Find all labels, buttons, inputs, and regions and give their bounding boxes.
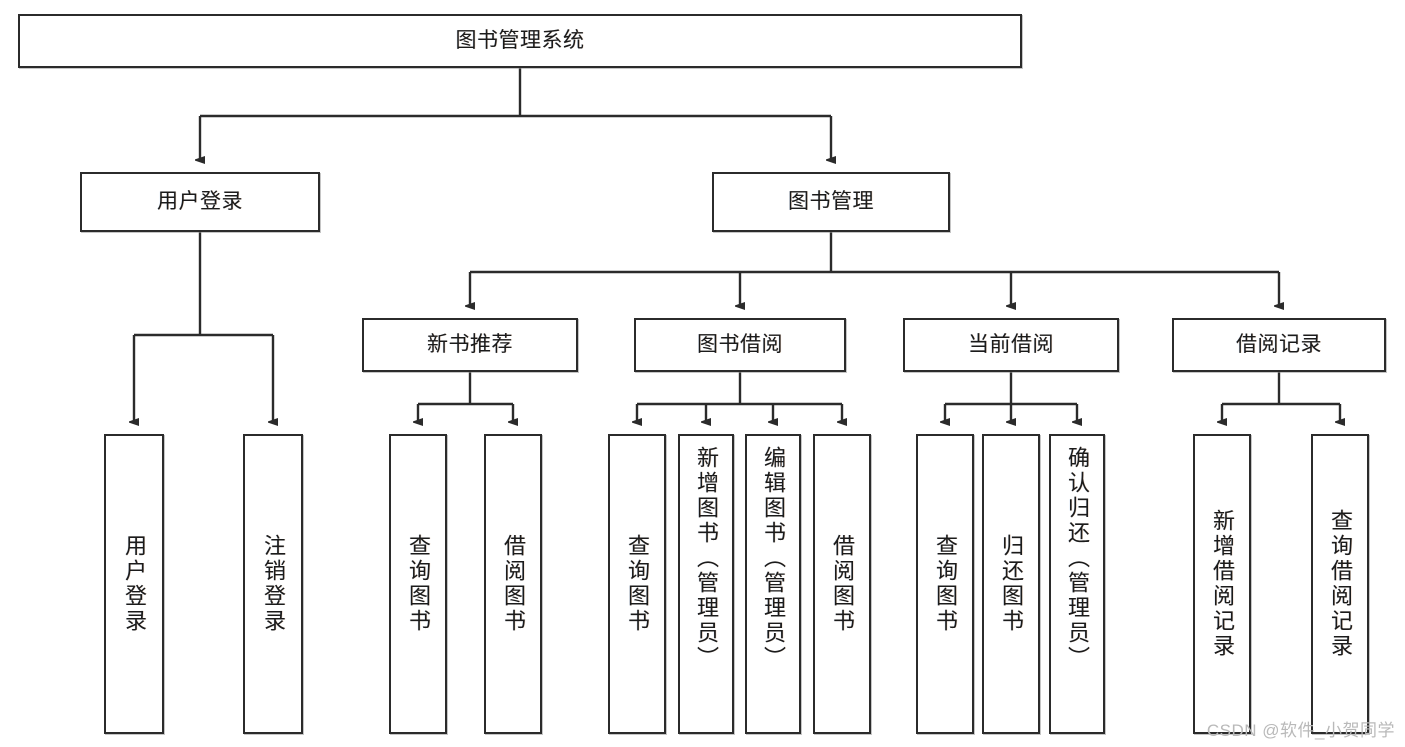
node-leaf-user-login[interactable]: 用户登录 <box>104 434 164 734</box>
node-leaf-add-record[interactable]: 新增借阅记录 <box>1193 434 1251 734</box>
node-user-login[interactable]: 用户登录 <box>80 172 320 232</box>
node-borrow-record[interactable]: 借阅记录 <box>1172 318 1386 372</box>
node-label: 用户登录 <box>122 534 147 634</box>
node-new-book-rec[interactable]: 新书推荐 <box>362 318 578 372</box>
node-label: 新增图书（管理员） <box>694 446 719 671</box>
node-label: 查询图书 <box>625 534 650 634</box>
node-label: 查询图书 <box>406 534 431 634</box>
node-label: 新增借阅记录 <box>1210 509 1235 659</box>
node-label: 借阅记录 <box>1236 332 1322 356</box>
node-leaf-logout[interactable]: 注销登录 <box>243 434 303 734</box>
node-label: 借阅图书 <box>830 534 855 634</box>
node-leaf-edit-book[interactable]: 编辑图书（管理员） <box>745 434 801 734</box>
node-leaf-q-record[interactable]: 查询借阅记录 <box>1311 434 1369 734</box>
node-leaf-borrow-2[interactable]: 借阅图书 <box>813 434 871 734</box>
node-label: 查询图书 <box>933 534 958 634</box>
node-label: 图书管理 <box>788 189 874 213</box>
node-book-manage[interactable]: 图书管理 <box>712 172 950 232</box>
node-leaf-q-book-2[interactable]: 查询图书 <box>608 434 666 734</box>
node-label: 图书管理系统 <box>455 28 585 52</box>
node-root[interactable]: 图书管理系统 <box>18 14 1022 68</box>
node-label: 当前借阅 <box>968 332 1054 356</box>
node-current-borrow[interactable]: 当前借阅 <box>903 318 1119 372</box>
node-leaf-borrow-1[interactable]: 借阅图书 <box>484 434 542 734</box>
node-leaf-q-book-1[interactable]: 查询图书 <box>389 434 447 734</box>
node-label: 编辑图书（管理员） <box>761 446 786 671</box>
node-label: 归还图书 <box>999 534 1024 634</box>
node-label: 图书借阅 <box>697 332 783 356</box>
node-label: 借阅图书 <box>501 534 526 634</box>
node-label: 确认归还（管理员） <box>1065 446 1090 671</box>
node-label: 用户登录 <box>157 189 243 213</box>
node-leaf-q-book-3[interactable]: 查询图书 <box>916 434 974 734</box>
node-book-borrow[interactable]: 图书借阅 <box>634 318 846 372</box>
node-leaf-confirm[interactable]: 确认归还（管理员） <box>1049 434 1105 734</box>
node-label: 新书推荐 <box>427 332 513 356</box>
node-leaf-add-book[interactable]: 新增图书（管理员） <box>678 434 734 734</box>
node-label: 注销登录 <box>261 534 286 634</box>
node-label: 查询借阅记录 <box>1328 509 1353 659</box>
node-leaf-return[interactable]: 归还图书 <box>982 434 1040 734</box>
watermark-label: CSDN @软件_小贺同学 <box>1206 721 1395 740</box>
